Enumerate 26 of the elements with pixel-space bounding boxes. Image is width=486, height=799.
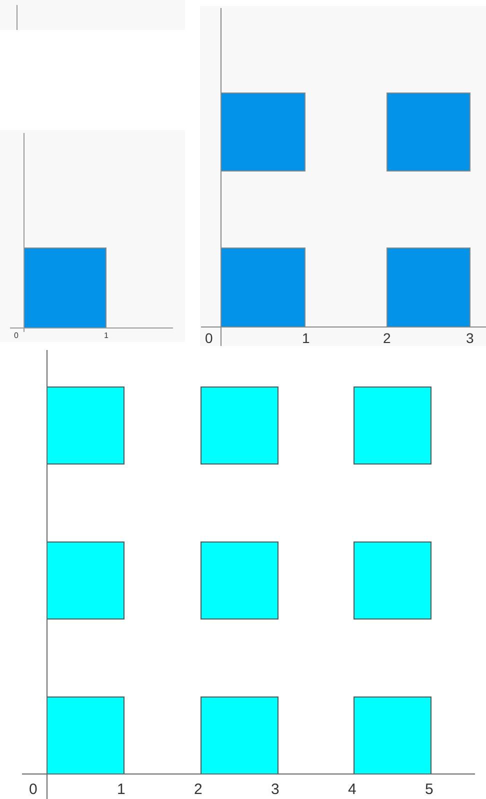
square xyxy=(220,248,306,328)
square xyxy=(386,92,470,172)
square xyxy=(220,92,306,172)
square xyxy=(200,386,278,464)
square xyxy=(354,542,432,620)
tick-label: 2 xyxy=(194,782,202,797)
tick-label: 4 xyxy=(348,782,356,797)
tick-label: 1 xyxy=(302,331,310,345)
tick-label: 3 xyxy=(271,782,280,797)
square xyxy=(24,248,106,328)
square xyxy=(46,542,124,620)
square xyxy=(200,542,278,620)
tick-label: 2 xyxy=(383,331,391,345)
square xyxy=(200,696,278,774)
tick-label: 0 xyxy=(14,332,18,340)
tick-label: 1 xyxy=(104,332,108,340)
square xyxy=(46,696,124,774)
tick-label: 3 xyxy=(466,331,474,345)
tick-label: 0 xyxy=(205,331,213,345)
tick-label: 5 xyxy=(425,782,434,797)
square xyxy=(386,248,470,328)
square xyxy=(354,386,432,464)
tick-label: 0 xyxy=(29,782,38,797)
square xyxy=(46,386,124,464)
square xyxy=(354,696,432,774)
tick-label: 1 xyxy=(117,782,126,797)
